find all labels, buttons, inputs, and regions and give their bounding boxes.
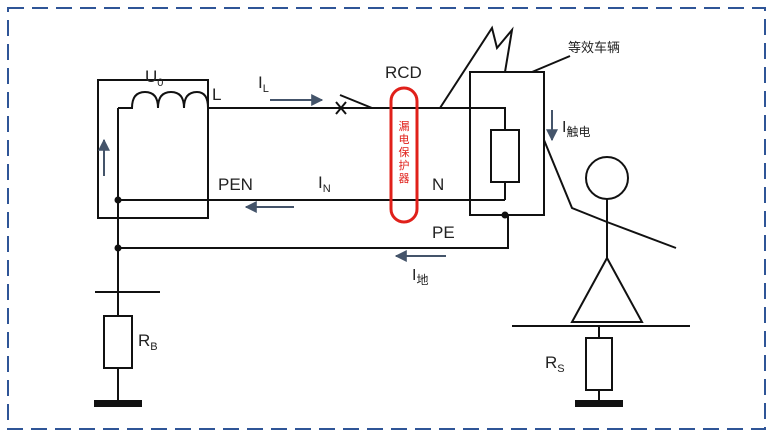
rcd-outline xyxy=(389,86,419,224)
svg-text:保: 保 xyxy=(399,145,410,159)
vehicle-box xyxy=(469,71,545,216)
circuit-wires xyxy=(95,25,690,402)
label-IL: IL xyxy=(258,73,269,95)
ground-symbol-RS xyxy=(575,400,623,407)
label-U0: U0 xyxy=(145,67,163,89)
line-PE xyxy=(118,215,509,249)
resistor-RB xyxy=(103,315,133,369)
svg-text:器: 器 xyxy=(399,172,410,185)
svg-text:电: 电 xyxy=(399,133,410,146)
vehicle-label-leader xyxy=(531,55,571,73)
vehicle-antenna xyxy=(439,25,514,109)
svg-text:护: 护 xyxy=(399,158,410,172)
resistor-RS xyxy=(585,337,613,391)
transformer-coil xyxy=(118,90,209,109)
junction-dots xyxy=(114,196,509,252)
switch-blade xyxy=(339,94,373,109)
label-touch-current: I触电 xyxy=(562,119,590,139)
ground-symbol-RB xyxy=(94,400,142,407)
label-ground-current: I地 xyxy=(412,267,428,287)
switch-contact xyxy=(335,101,347,115)
label-vehicle: 等效车辆 xyxy=(568,40,620,56)
label-RS: RS xyxy=(545,353,565,375)
outer-dashed-frame xyxy=(7,7,766,430)
person-arm-left xyxy=(543,139,608,223)
label-IN: IN xyxy=(318,173,331,195)
rcd-vertical-label: 漏 电 保 护 器 xyxy=(399,120,410,185)
svg-text:漏: 漏 xyxy=(399,120,410,133)
person-legs xyxy=(570,255,644,323)
label-RCD: RCD xyxy=(385,63,422,82)
label-PEN: PEN xyxy=(218,175,253,194)
vehicle-load xyxy=(490,129,520,183)
label-N: N xyxy=(432,175,444,194)
label-PE: PE xyxy=(432,223,455,242)
label-L: L xyxy=(212,85,221,104)
transformer-box xyxy=(97,79,209,219)
current-arrows xyxy=(98,94,558,262)
vehicle-load-top xyxy=(470,107,506,130)
person-head xyxy=(585,156,629,200)
person-arm-right xyxy=(606,221,677,249)
label-RB: RB xyxy=(138,331,158,353)
